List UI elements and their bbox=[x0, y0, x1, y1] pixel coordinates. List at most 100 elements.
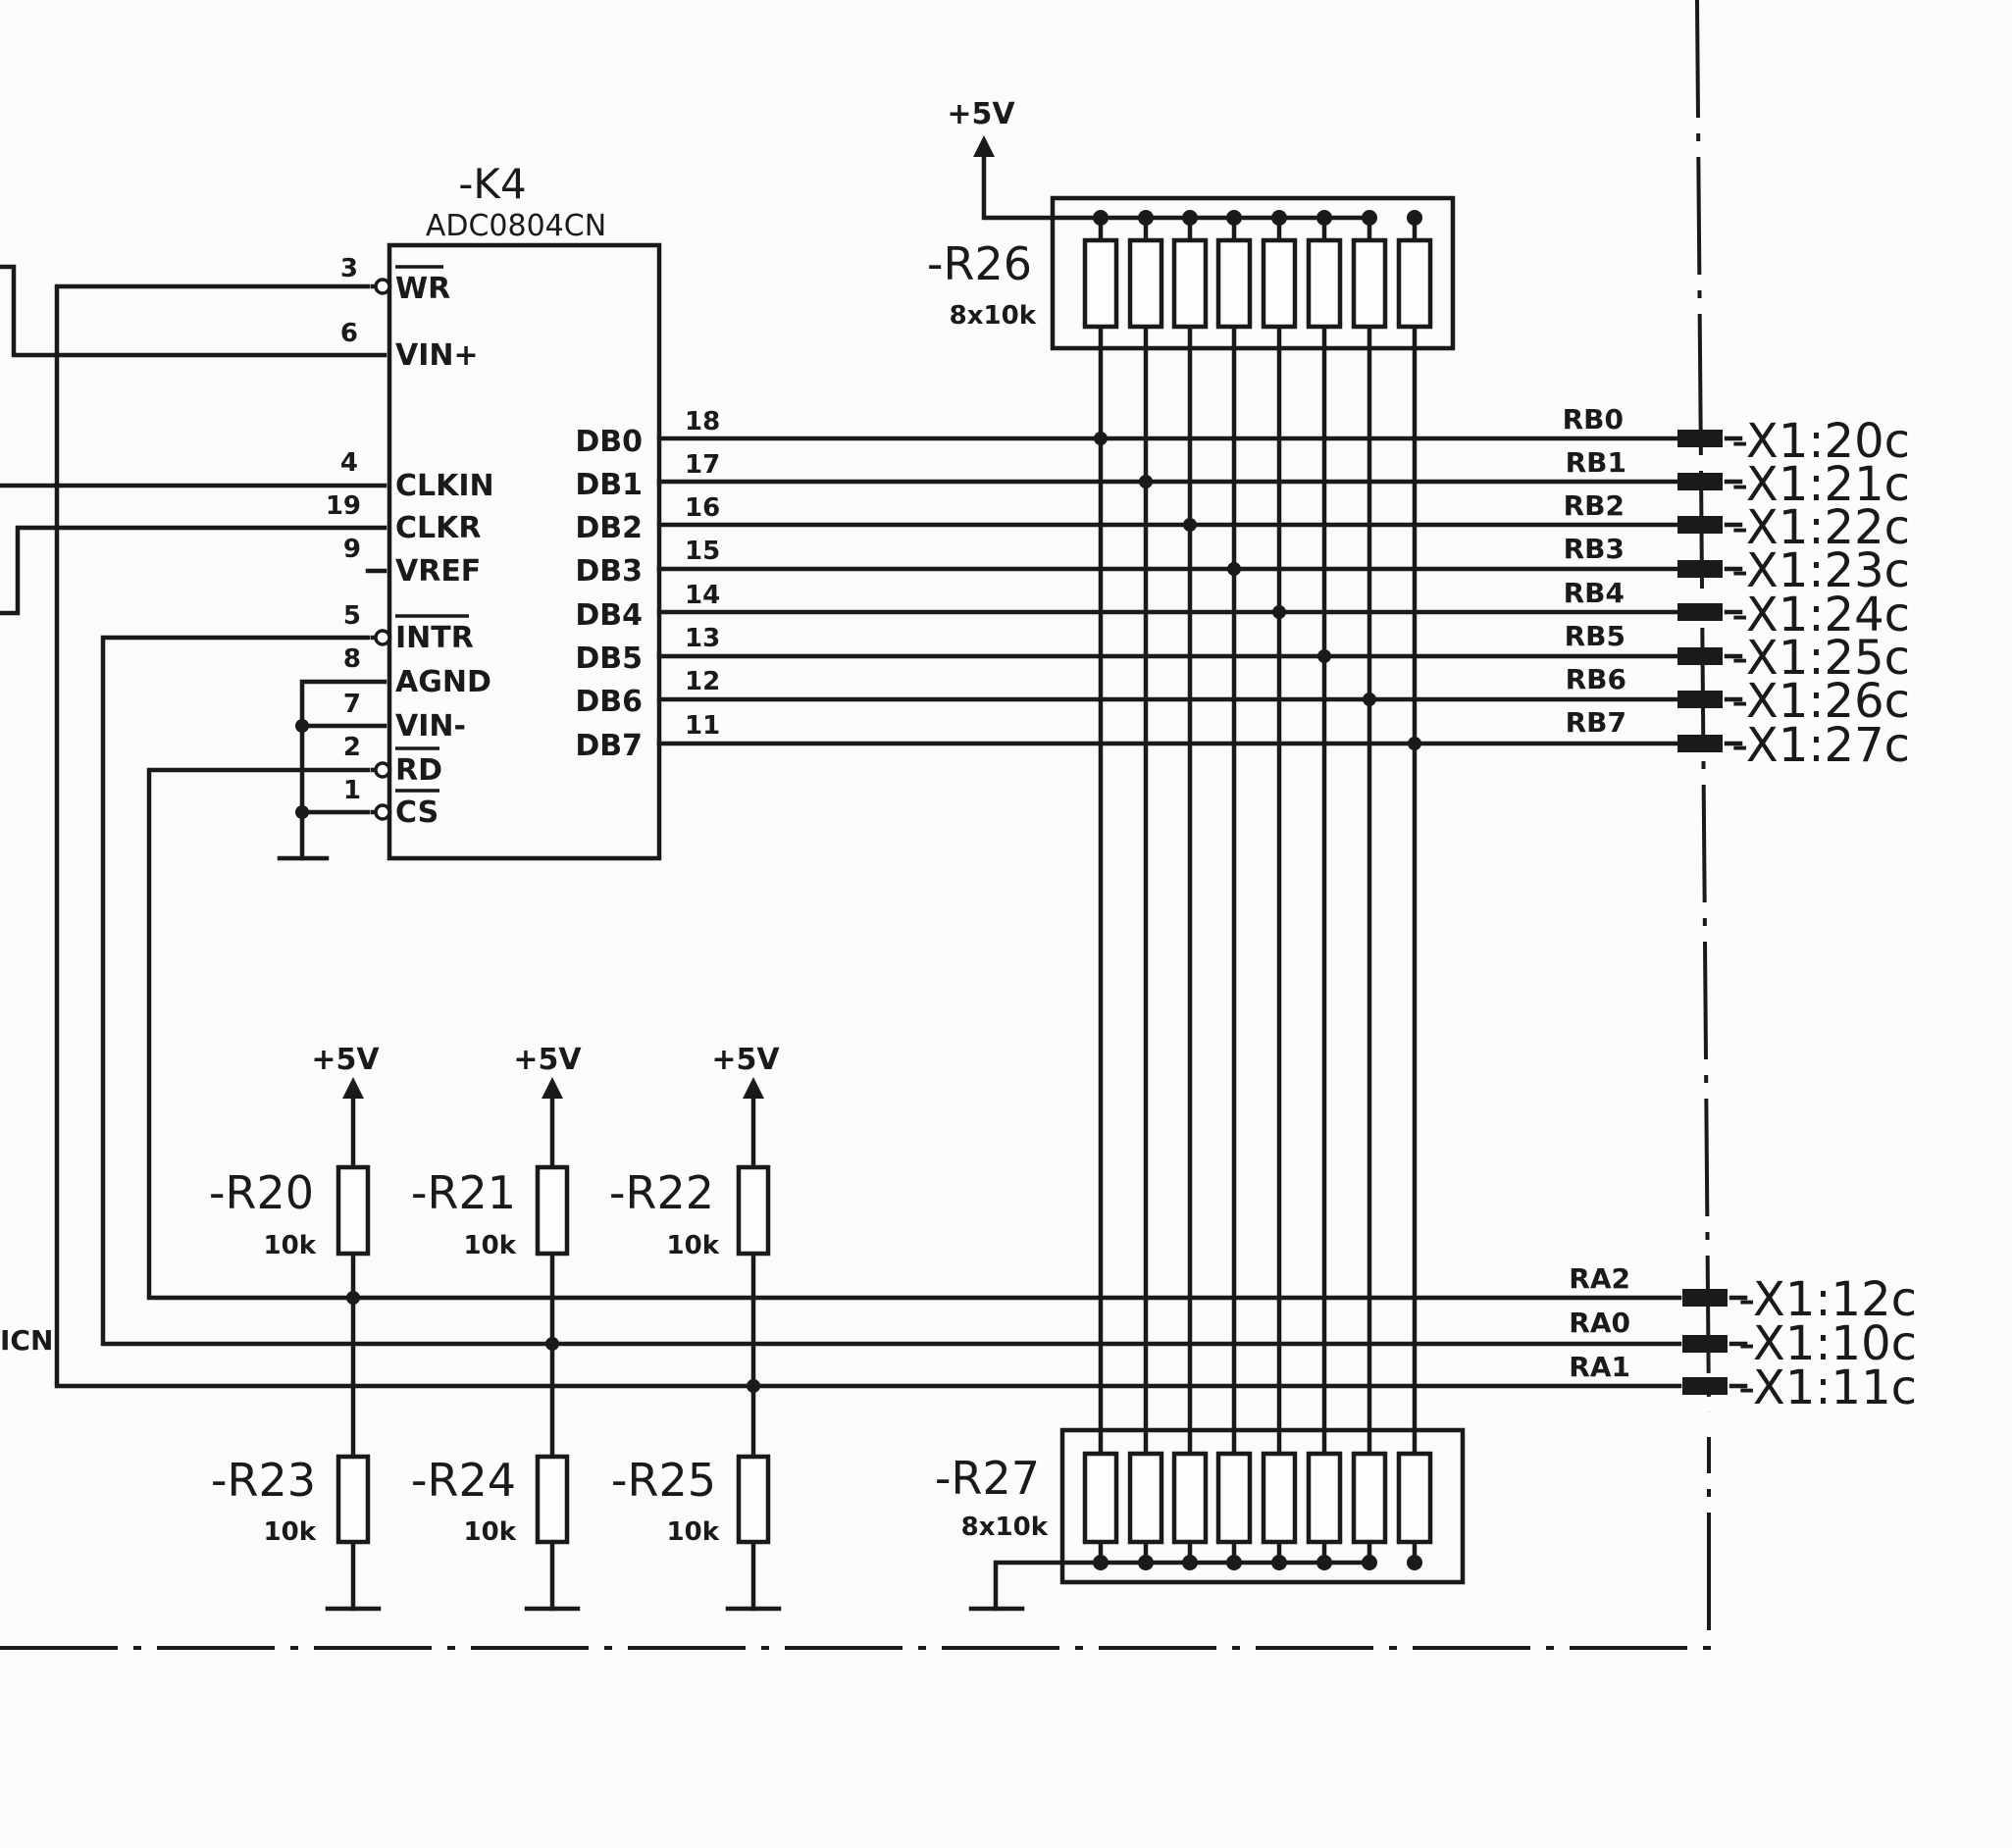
junction-dot-gnd-0 bbox=[295, 719, 309, 733]
pulldown-resistor-1 bbox=[535, 1454, 570, 1545]
supply-label-r21: +5V bbox=[513, 1043, 582, 1077]
network-resistor-r27-3 bbox=[1215, 1451, 1253, 1545]
resistor-value-r21: 10k bbox=[464, 1231, 517, 1260]
connector-label-x1-20c: -X1:20c bbox=[1731, 414, 1910, 469]
supply-label-r26: +5V bbox=[947, 97, 1015, 131]
network-dot-r26-0 bbox=[1093, 210, 1109, 226]
junction-dot-db6 bbox=[1363, 693, 1376, 706]
chip-part-number: ADC0804CN bbox=[426, 209, 606, 243]
network-value-r27: 8x10k bbox=[961, 1513, 1049, 1542]
pin-num-17: 17 bbox=[685, 450, 720, 480]
pin-num-14: 14 bbox=[685, 581, 720, 610]
supply-arrow-1 bbox=[342, 1077, 364, 1099]
resistor-ref-r25: -R25 bbox=[611, 1454, 716, 1507]
network-resistor-r26-6 bbox=[1351, 237, 1388, 330]
network-resistor-r27-6 bbox=[1351, 1451, 1388, 1545]
net-label-rb2: RB2 bbox=[1564, 489, 1625, 522]
net-label-rb5: RB5 bbox=[1565, 620, 1625, 652]
resistor-value-r24: 10k bbox=[464, 1517, 517, 1547]
pin-label-vref: VREF bbox=[395, 554, 481, 589]
network-ref-r27: -R27 bbox=[935, 1452, 1040, 1505]
network-resistor-r27-5 bbox=[1306, 1451, 1343, 1545]
network-dot-r26-5 bbox=[1316, 210, 1332, 226]
pin-num-5: 5 bbox=[343, 601, 361, 631]
pin-num-7: 7 bbox=[343, 690, 361, 719]
network-dot-r27-2 bbox=[1182, 1555, 1198, 1570]
net-label-ra1: RA1 bbox=[1569, 1351, 1630, 1383]
pulldown-resistor-0 bbox=[335, 1454, 371, 1545]
junction-dots bbox=[295, 432, 1421, 1393]
pin-label-clkin: CLKIN bbox=[395, 469, 494, 503]
pin-label-cs: CS bbox=[395, 796, 439, 830]
network-resistor-r26-7 bbox=[1396, 237, 1433, 330]
connector-label-x1-24c: -X1:24c bbox=[1731, 588, 1910, 642]
connector-pin-9 bbox=[1682, 1335, 1728, 1353]
connector-pin-8 bbox=[1682, 1289, 1728, 1307]
data-bus bbox=[656, 436, 1682, 746]
junction-dot-ctrl-2 bbox=[747, 1379, 760, 1393]
pin-label-db7: DB7 bbox=[575, 729, 643, 763]
network-body-r27 bbox=[1059, 1427, 1466, 1585]
net-label-rb1: RB1 bbox=[1566, 446, 1626, 479]
connector-label-x1-21c: -X1:21c bbox=[1731, 457, 1910, 512]
inversion-bubble-cs bbox=[374, 803, 391, 821]
pin-label-db1: DB1 bbox=[575, 468, 643, 502]
pin-label-db4: DB4 bbox=[575, 598, 643, 633]
network-resistor-r26-4 bbox=[1261, 237, 1298, 330]
connector-pin-3 bbox=[1677, 560, 1723, 578]
network-dot-r27-1 bbox=[1138, 1555, 1154, 1570]
pin-label-intr: INTR bbox=[395, 621, 474, 655]
pin-label-db3: DB3 bbox=[575, 554, 643, 589]
pin-num-3: 3 bbox=[340, 254, 358, 283]
pin-label-vin-minus: VIN- bbox=[395, 709, 466, 744]
junction-dot-db1 bbox=[1139, 475, 1153, 488]
connector-label-x1-22c: -X1:22c bbox=[1731, 500, 1910, 555]
pin-num-11: 11 bbox=[685, 711, 720, 741]
pin-num-6: 6 bbox=[340, 319, 358, 348]
junction-dot-db0 bbox=[1094, 432, 1108, 445]
network-resistor-r27-1 bbox=[1127, 1451, 1164, 1545]
pin-num-1: 1 bbox=[343, 776, 361, 805]
network-dot-r27-3 bbox=[1226, 1555, 1242, 1570]
supply-arrows bbox=[342, 135, 995, 1099]
network-ref-r26: -R26 bbox=[927, 237, 1032, 290]
pull-resistor-wiring bbox=[325, 1091, 782, 1612]
network-resistor-r27-4 bbox=[1261, 1451, 1298, 1545]
network-taps bbox=[1098, 215, 1418, 1566]
resistor-ref-r24: -R24 bbox=[411, 1454, 516, 1507]
network-resistor-r27-7 bbox=[1396, 1451, 1433, 1545]
net-label-rb3: RB3 bbox=[1564, 533, 1625, 565]
resistor-ref-r22: -R22 bbox=[609, 1166, 714, 1219]
supply-arrow-3 bbox=[743, 1077, 764, 1099]
network-dot-r26-6 bbox=[1362, 210, 1377, 226]
pin-label-agnd: AGND bbox=[395, 665, 491, 699]
resistor-value-r22: 10k bbox=[667, 1231, 720, 1260]
pin-label-rd: RD bbox=[395, 753, 442, 788]
connector-pin-0 bbox=[1677, 430, 1723, 447]
pullup-resistor-0 bbox=[335, 1164, 371, 1257]
adc-chip bbox=[370, 242, 662, 861]
resistor-value-r23: 10k bbox=[264, 1517, 317, 1547]
net-label-rb6: RB6 bbox=[1566, 663, 1626, 695]
junction-dot-db7 bbox=[1408, 737, 1421, 750]
network-dot-r27-4 bbox=[1271, 1555, 1287, 1570]
network-dot-r27-6 bbox=[1362, 1555, 1377, 1570]
network-resistor-r27-0 bbox=[1082, 1451, 1119, 1545]
connector-pin-2 bbox=[1677, 516, 1723, 534]
connector-pin-1 bbox=[1677, 473, 1723, 490]
pullup-resistor-2 bbox=[736, 1164, 771, 1257]
inversion-bubble-rd bbox=[374, 761, 391, 779]
network-body-r26 bbox=[1050, 195, 1456, 351]
resistor-ref-r23: -R23 bbox=[211, 1454, 316, 1507]
network-resistor-r26-2 bbox=[1171, 237, 1209, 330]
network-resistor-r27-2 bbox=[1171, 1451, 1209, 1545]
chip-ref: -K4 bbox=[458, 160, 526, 208]
pin-num-8: 8 bbox=[343, 644, 361, 674]
junction-dot-db2 bbox=[1183, 518, 1197, 532]
connector-label-x1-27c: -X1:27c bbox=[1731, 718, 1910, 773]
junction-dot-db3 bbox=[1227, 562, 1241, 576]
pin-num-19: 19 bbox=[326, 491, 361, 521]
network-resistor-r26-0 bbox=[1082, 237, 1119, 330]
network-resistor-r26-3 bbox=[1215, 237, 1253, 330]
network-dot-r27-0 bbox=[1093, 1555, 1109, 1570]
